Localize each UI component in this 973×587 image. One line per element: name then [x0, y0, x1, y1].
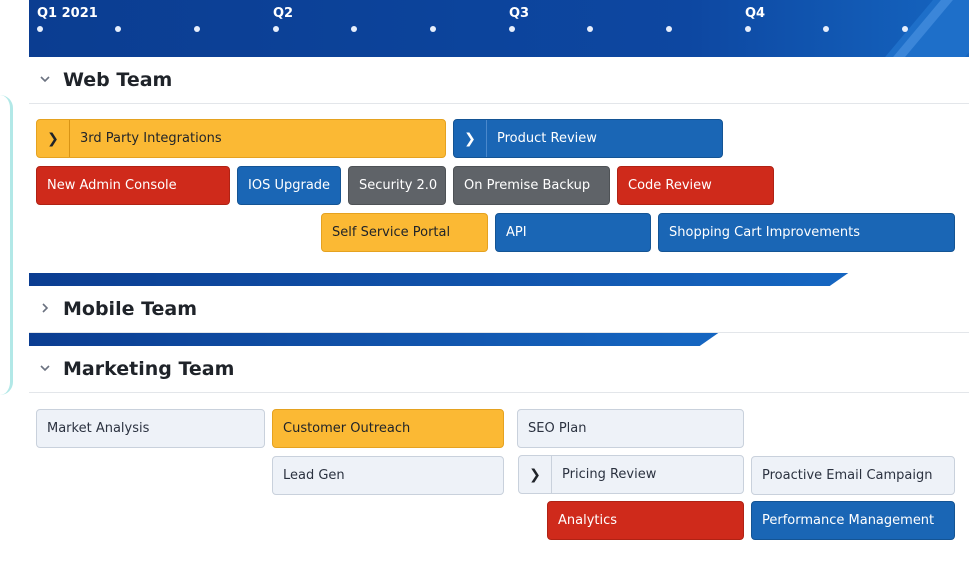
section-header-marketing-team[interactable]: Marketing Team: [29, 346, 969, 393]
task-customer-outreach[interactable]: Customer Outreach: [272, 409, 504, 448]
section-header-mobile-team[interactable]: Mobile Team: [29, 286, 969, 333]
timeline-header: Q1 2021 Q2 Q3 Q4: [29, 0, 969, 57]
task-market-analysis[interactable]: Market Analysis: [36, 409, 265, 448]
decorative-wave: [0, 95, 13, 395]
roadmap-canvas: Q1 2021 Q2 Q3 Q4 Web Team ❯ 3rd Party In…: [29, 0, 969, 587]
quarter-label-q1: Q1 2021: [37, 6, 98, 21]
task-label: 3rd Party Integrations: [80, 131, 222, 146]
task-label: Product Review: [497, 131, 597, 146]
task-label: Code Review: [628, 178, 712, 193]
task-analytics[interactable]: Analytics: [547, 501, 744, 540]
section-header-web-team[interactable]: Web Team: [29, 57, 969, 104]
task-pricing-review[interactable]: ❯ Pricing Review: [518, 455, 744, 494]
chevron-down-icon[interactable]: [39, 73, 51, 88]
task-label: Market Analysis: [47, 421, 150, 436]
section-title: Web Team: [63, 69, 173, 91]
task-api[interactable]: API: [495, 213, 651, 252]
task-label: API: [506, 225, 527, 240]
task-on-premise-backup[interactable]: On Premise Backup: [453, 166, 610, 205]
task-label: SEO Plan: [528, 421, 587, 436]
task-performance-management[interactable]: Performance Management: [751, 501, 955, 540]
month-tick: [194, 26, 200, 32]
task-label: Shopping Cart Improvements: [669, 225, 861, 240]
section-title: Marketing Team: [63, 358, 235, 380]
task-3rd-party-integrations[interactable]: ❯ 3rd Party Integrations: [36, 119, 446, 158]
chevron-right-icon[interactable]: ❯: [37, 120, 70, 157]
chevron-right-icon[interactable]: ❯: [454, 120, 487, 157]
task-label: On Premise Backup: [464, 178, 591, 193]
month-tick: [745, 26, 751, 32]
chevron-right-icon[interactable]: [39, 302, 51, 317]
section-title: Mobile Team: [63, 298, 198, 320]
quarter-label-q2: Q2: [273, 6, 294, 21]
task-proactive-email-campaign[interactable]: Proactive Email Campaign: [751, 456, 955, 495]
task-code-review[interactable]: Code Review: [617, 166, 774, 205]
chevron-right-icon[interactable]: ❯: [519, 456, 552, 493]
month-tick: [37, 26, 43, 32]
month-tick: [351, 26, 357, 32]
month-tick: [430, 26, 436, 32]
month-tick: [587, 26, 593, 32]
task-label: Customer Outreach: [283, 421, 411, 436]
section-divider-band: [29, 273, 969, 286]
month-tick: [273, 26, 279, 32]
month-tick: [115, 26, 121, 32]
task-seo-plan[interactable]: SEO Plan: [517, 409, 744, 448]
quarter-label-q4: Q4: [745, 6, 766, 21]
task-security-2[interactable]: Security 2.0: [348, 166, 446, 205]
task-shopping-cart-improvements[interactable]: Shopping Cart Improvements: [658, 213, 955, 252]
chevron-down-icon[interactable]: [39, 362, 51, 377]
task-label: Analytics: [558, 513, 618, 528]
task-label: Performance Management: [762, 513, 935, 528]
month-tick: [509, 26, 515, 32]
task-ios-upgrade[interactable]: IOS Upgrade: [237, 166, 341, 205]
task-label: Security 2.0: [359, 178, 438, 193]
band-fill: [29, 273, 819, 286]
task-lead-gen[interactable]: Lead Gen: [272, 456, 504, 495]
task-product-review[interactable]: ❯ Product Review: [453, 119, 723, 158]
task-label: Self Service Portal: [332, 225, 451, 240]
task-label: Proactive Email Campaign: [762, 468, 933, 483]
month-tick: [666, 26, 672, 32]
quarter-label-q3: Q3: [509, 6, 530, 21]
month-tick: [902, 26, 908, 32]
task-new-admin-console[interactable]: New Admin Console: [36, 166, 230, 205]
month-tick: [823, 26, 829, 32]
task-self-service-portal[interactable]: Self Service Portal: [321, 213, 488, 252]
task-label: Lead Gen: [283, 468, 345, 483]
task-label: New Admin Console: [47, 178, 177, 193]
task-label: Pricing Review: [562, 467, 657, 482]
band-fill: [29, 333, 689, 346]
section-divider-band: [29, 333, 969, 346]
task-label: IOS Upgrade: [248, 178, 331, 193]
